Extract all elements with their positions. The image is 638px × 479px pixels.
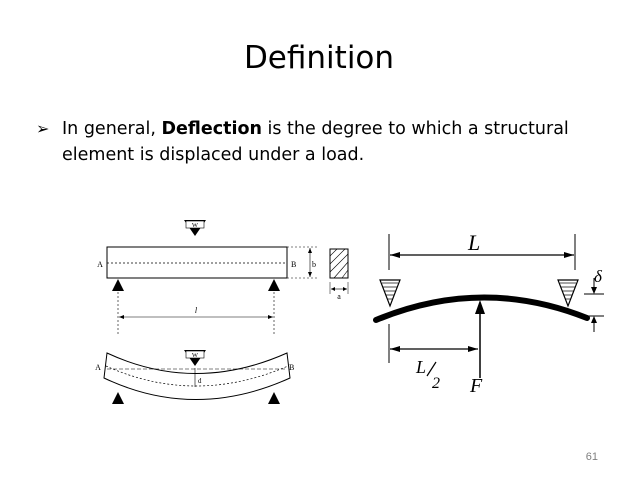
- support-left-icon: [112, 279, 124, 291]
- end-b-label: B: [291, 260, 296, 269]
- slide-title: Definition: [243, 40, 395, 76]
- support-left-bottom-icon: [112, 392, 124, 404]
- load-label-bottom: W: [192, 352, 199, 359]
- bowed-beam: [373, 294, 590, 323]
- central-load-diagram: L δ L 2 F: [373, 230, 604, 397]
- cross-section: [329, 248, 349, 279]
- arrow-bullet-icon: ➢: [36, 119, 50, 138]
- half-span-label: L 2: [415, 357, 440, 392]
- support-right-icon: [268, 279, 280, 291]
- half-span-denominator: 2: [432, 375, 440, 392]
- support-right-bottom-icon: [268, 392, 280, 404]
- height-label: b: [312, 260, 316, 269]
- bullet-suffix: is the degree to which a structural elem…: [62, 119, 569, 165]
- deflection-delta-label: δ: [594, 267, 603, 286]
- load-label: W: [192, 222, 199, 229]
- end-a-label: A: [97, 260, 103, 269]
- deflected-beam: [103, 352, 291, 400]
- support-right-hatched-icon: [557, 279, 579, 308]
- beam-deflection-diagram: W A B b a l W d A B: [95, 220, 349, 404]
- straight-beam: [106, 246, 288, 279]
- bullet-text: In general, Deflection is the degree to …: [62, 116, 596, 168]
- width-label: a: [337, 292, 341, 301]
- force-label: F: [469, 375, 483, 397]
- half-span-numerator: L: [415, 357, 426, 377]
- deflection-label: d: [198, 377, 202, 385]
- page-number: 61: [585, 451, 598, 463]
- span-label: l: [195, 306, 198, 315]
- bullet-point: ➢ In general, Deflection is the degree t…: [36, 116, 596, 168]
- bullet-emphasis: Deflection: [161, 119, 262, 139]
- support-left-hatched-icon: [379, 279, 401, 308]
- end-b-label-bottom: B: [289, 363, 294, 372]
- end-a-label-bottom: A: [95, 363, 101, 372]
- span-length-label: L: [467, 230, 480, 255]
- bullet-prefix: In general,: [62, 119, 162, 139]
- force-arrow-icon: [475, 300, 485, 314]
